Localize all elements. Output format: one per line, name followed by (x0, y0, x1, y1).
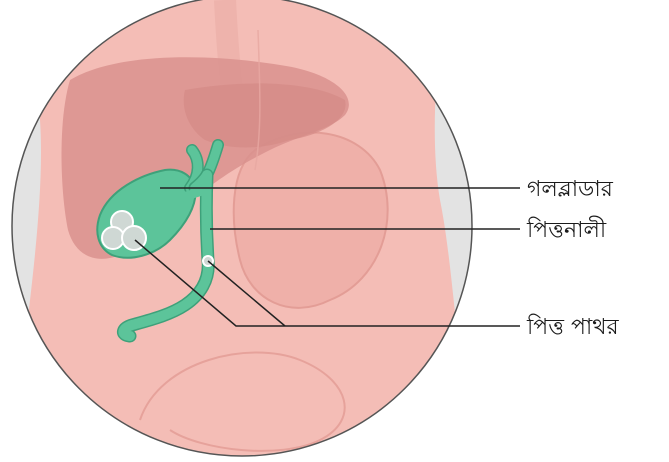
gallstone (102, 227, 124, 249)
label-bile-duct: পিত্তনালী (526, 216, 607, 243)
label-gallstones: পিত্ত পাথর (526, 314, 620, 340)
label-gallbladder: গলব্লাডার (527, 177, 614, 202)
